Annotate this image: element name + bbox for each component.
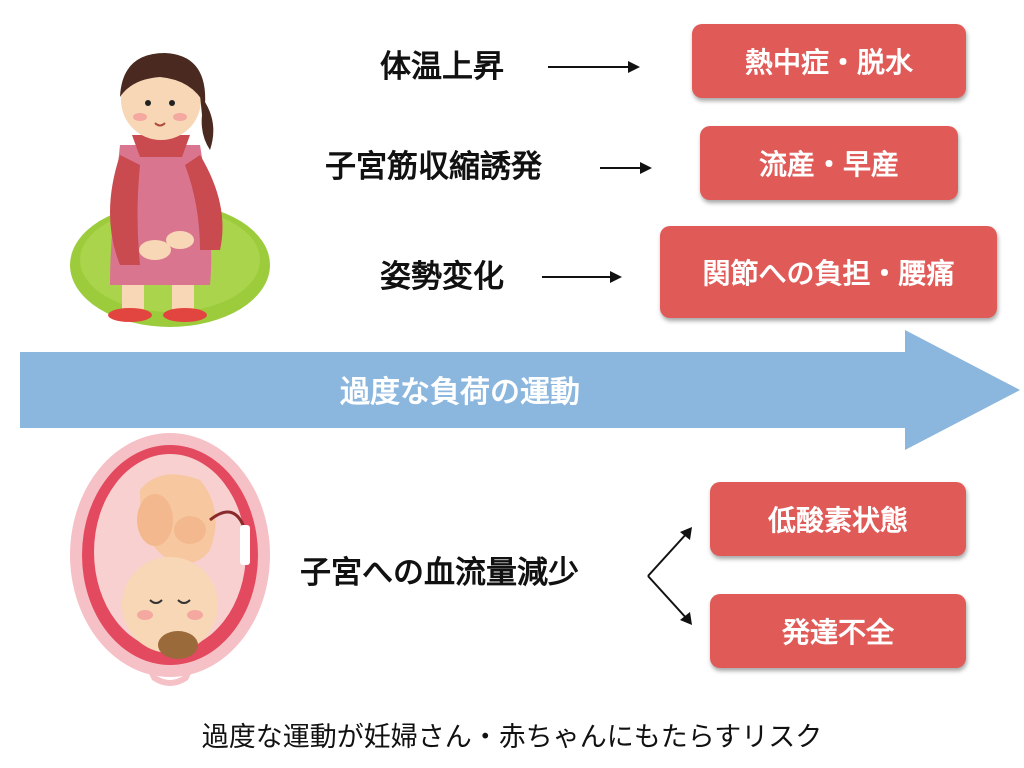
arrow-head-3 [610, 271, 622, 283]
pregnant-woman-illustration [70, 53, 270, 327]
arrow-line-2 [600, 167, 642, 169]
effect-box-hypoxia: 低酸素状態 [710, 482, 966, 556]
cause-label-temperature: 体温上昇 [380, 49, 504, 85]
effect-box-joint-pain: 関節への負担・腰痛 [660, 226, 997, 318]
cause-label-blood-flow: 子宮への血流量減少 [300, 555, 579, 591]
branch-arrows [647, 527, 692, 625]
arrow-head-2 [640, 162, 652, 174]
effect-box-miscarriage: 流産・早産 [700, 126, 958, 200]
banner-label: 過度な負荷の運動 [340, 375, 580, 410]
fetus-in-womb-illustration [70, 433, 270, 686]
cause-label-posture: 姿勢変化 [380, 259, 504, 295]
banner-arrow [20, 330, 1020, 450]
effect-box-heatstroke: 熱中症・脱水 [692, 24, 966, 98]
arrow-line-3 [542, 276, 612, 278]
caption: 過度な運動が妊婦さん・赤ちゃんにもたらすリスク [201, 722, 823, 753]
arrow-line-1 [548, 66, 630, 68]
arrow-head-1 [628, 61, 640, 73]
cause-label-contraction: 子宮筋収縮誘発 [325, 149, 542, 185]
effect-box-developmental-failure: 発達不全 [710, 594, 966, 668]
